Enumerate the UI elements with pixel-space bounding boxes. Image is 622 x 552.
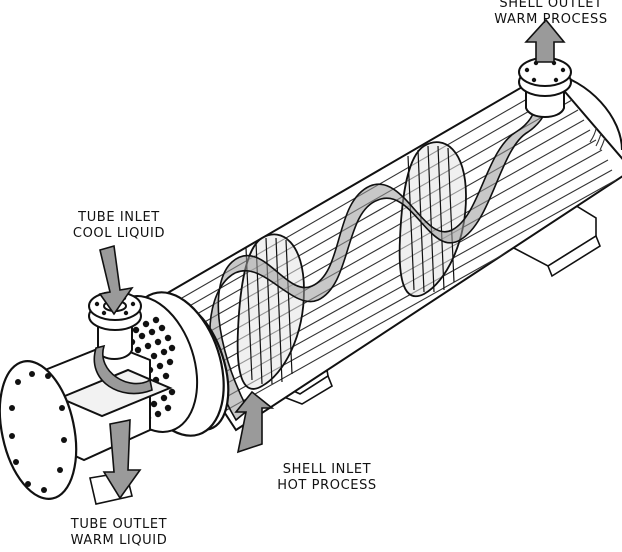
label-tube-outlet-line2: WARM LIQUID [70, 533, 168, 548]
label-tube-outlet: TUBE OUTLET WARM LIQUID [54, 517, 184, 549]
label-shell-inlet-line1: SHELL INLET [282, 462, 372, 477]
label-shell-outlet-line2: WARM PROCESS [494, 12, 608, 27]
label-shell-outlet-line1: SHELL OUTLET [499, 0, 603, 11]
label-tube-inlet: TUBE INLET COOL LIQUID [54, 210, 184, 242]
label-tube-outlet-line1: TUBE OUTLET [70, 517, 168, 532]
label-shell-outlet: SHELL OUTLET WARM PROCESS [480, 0, 622, 28]
end-cover-flange [0, 360, 78, 500]
flow-arrow-icon [93, 18, 566, 500]
label-tube-inlet-line2: COOL LIQUID [72, 226, 166, 241]
shell-outlet-nozzle [518, 57, 572, 118]
label-shell-inlet: SHELL INLET HOT PROCESS [262, 462, 392, 494]
label-tube-inlet-line1: TUBE INLET [78, 210, 160, 225]
label-shell-inlet-line2: HOT PROCESS [277, 478, 377, 493]
